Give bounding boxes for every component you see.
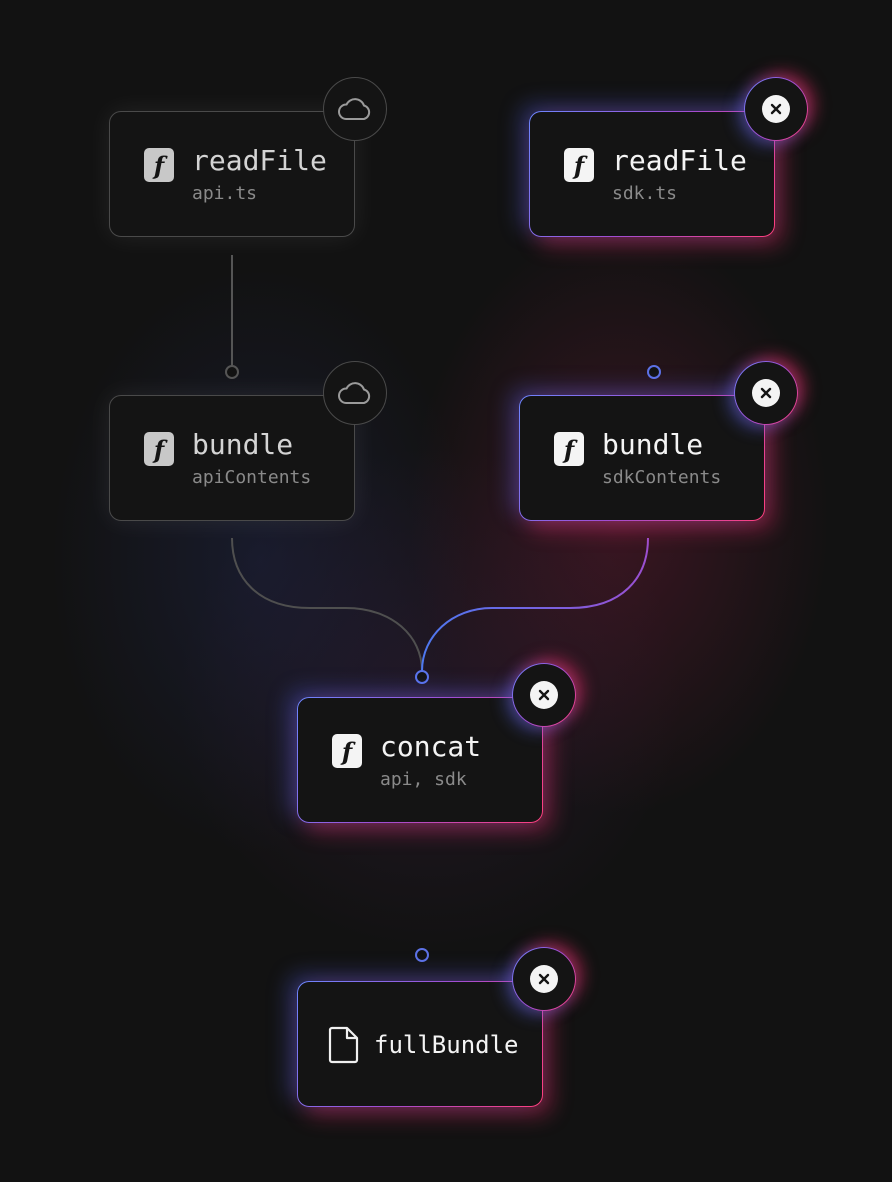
remove-node-button[interactable] [734, 361, 798, 425]
function-icon: f [564, 148, 594, 182]
edge-endpoint [225, 365, 239, 379]
node-bundle-api[interactable]: f bundle apiContents [109, 395, 355, 521]
node-title: readFile [612, 144, 747, 177]
close-icon [530, 965, 558, 993]
edge-endpoint [415, 948, 429, 962]
node-title: bundle [602, 428, 704, 461]
cloud-icon [323, 77, 387, 141]
edge-concat-to-full-bundle [415, 838, 429, 962]
edge-endpoint [647, 365, 661, 379]
edge-readfile-api-to-bundle-api [225, 255, 239, 379]
close-icon [762, 95, 790, 123]
remove-node-button[interactable] [512, 663, 576, 727]
cloud-icon [323, 361, 387, 425]
function-icon: f [332, 734, 362, 768]
function-icon: f [554, 432, 584, 466]
node-title: readFile [192, 144, 327, 177]
node-title: bundle [192, 428, 294, 461]
node-title: concat [380, 730, 482, 763]
node-concat[interactable]: f concat api, sdk [297, 697, 543, 823]
node-readfile-api[interactable]: f readFile api.ts [109, 111, 355, 237]
edge-bundle-sdk-to-concat [421, 537, 649, 672]
remove-node-button[interactable] [512, 947, 576, 1011]
node-readfile-sdk[interactable]: f readFile sdk.ts [529, 111, 775, 237]
function-icon: f [144, 148, 174, 182]
node-subtitle: sdk.ts [612, 183, 678, 204]
close-icon [752, 379, 780, 407]
node-subtitle: api.ts [192, 183, 258, 204]
file-icon [328, 1026, 359, 1064]
node-subtitle: apiContents [192, 467, 312, 488]
close-icon [530, 681, 558, 709]
node-full-bundle[interactable]: fullBundle [297, 981, 543, 1107]
node-subtitle: api, sdk [380, 769, 467, 790]
node-subtitle: sdkContents [602, 467, 722, 488]
node-title: fullBundle [374, 1031, 519, 1059]
function-icon: f [144, 432, 174, 466]
remove-node-button[interactable] [744, 77, 808, 141]
edge-readfile-sdk-to-bundle-sdk [647, 255, 661, 379]
node-bundle-sdk[interactable]: f bundle sdkContents [519, 395, 765, 521]
edge-bundle-api-to-concat [231, 537, 423, 672]
edge-endpoint [415, 670, 429, 684]
